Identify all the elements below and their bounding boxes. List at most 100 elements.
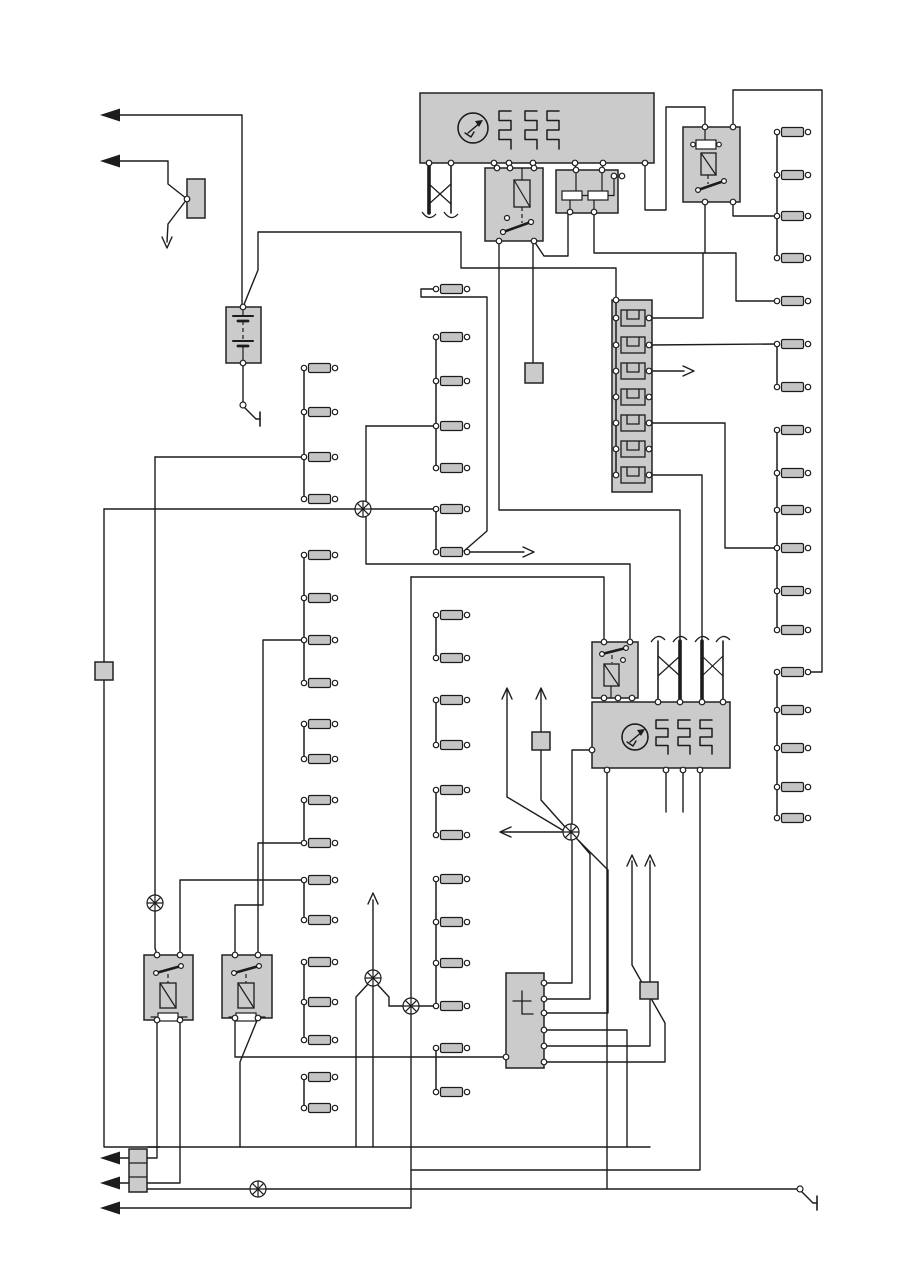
fuse-body: [780, 812, 805, 824]
wire-fuse-link: [420, 288, 488, 552]
fuse-terminal: [463, 285, 471, 293]
wire-fuse7-out: [648, 474, 703, 641]
fuse-terminal: [463, 333, 471, 341]
fuse-body: [439, 916, 464, 928]
fuse-body: [780, 169, 805, 181]
gauge-check: [626, 740, 637, 747]
fuse-terminal: [432, 611, 440, 619]
wire-segment: [701, 655, 724, 677]
fuse-body: [307, 451, 332, 463]
resistor: [235, 1012, 257, 1022]
fuse-terminal: [804, 587, 812, 595]
fuse-body: [780, 381, 805, 393]
fuse-terminal: [773, 706, 781, 714]
fuse-terminal: [773, 426, 781, 434]
relay-switch: [232, 964, 261, 975]
wire-segment: [801, 1191, 814, 1204]
heater-coil-icon: [699, 719, 713, 755]
resistor: [561, 190, 583, 201]
fuse-terminal: [300, 796, 308, 804]
relay-switch: [154, 964, 183, 975]
fuse-terminal: [331, 839, 339, 847]
fuse-element: [626, 310, 640, 320]
fuse-terminal: [463, 1002, 471, 1010]
terminal: [425, 159, 433, 167]
wire-lamp-diag-1: [540, 689, 567, 829]
relay-switch: [501, 220, 533, 234]
fuse-body: [780, 295, 805, 307]
fuse-body: [780, 467, 805, 479]
fuse-terminal: [463, 422, 471, 430]
direction-arrow-icon: [367, 892, 379, 905]
terminal: [540, 979, 548, 987]
fuse-terminal: [331, 755, 339, 763]
fuse-body: [439, 873, 464, 885]
wire-ground-drop: [166, 198, 188, 243]
wire-lamp-diag-2: [506, 689, 565, 832]
fuse-body: [307, 914, 332, 926]
fuse-terminal: [331, 1104, 339, 1112]
fuse-terminal: [645, 341, 653, 349]
cable-hook: [650, 635, 666, 643]
terminal: [698, 698, 706, 706]
fuse-terminal: [773, 814, 781, 822]
wire-tent-leg-1: [355, 983, 369, 1148]
terminal: [571, 159, 579, 167]
fuse-terminal: [331, 636, 339, 644]
terminal: [176, 951, 184, 959]
fuse-terminal: [804, 171, 812, 179]
fuse-body: [620, 309, 646, 327]
fuse-terminal: [612, 445, 620, 453]
fuse-terminal: [300, 495, 308, 503]
terminal: [540, 1058, 548, 1066]
fuse-terminal: [432, 875, 440, 883]
terminal: [590, 208, 598, 216]
wire-ctrl-4: [543, 1029, 628, 1148]
fuse-terminal: [300, 755, 308, 763]
fuse-body: [307, 1102, 332, 1114]
terminal: [239, 303, 247, 311]
relay-contact: [503, 214, 511, 222]
fuse-body: [439, 652, 464, 664]
terminal: [176, 1016, 184, 1024]
fuse-body: [780, 252, 805, 264]
fuse-body: [780, 704, 805, 716]
terminal: [598, 166, 606, 174]
fuse-terminal: [463, 831, 471, 839]
wire-segment: [513, 179, 531, 208]
relay-contact: [499, 228, 507, 236]
gauge-check: [464, 131, 475, 138]
fuse-terminal: [432, 333, 440, 341]
inline-connector-left: [94, 661, 114, 681]
fuse-body: [439, 1086, 464, 1098]
fuse-terminal: [331, 1036, 339, 1044]
fuse-body: [780, 585, 805, 597]
terminal: [490, 159, 498, 167]
fuse-terminal: [331, 958, 339, 966]
direction-arrow-icon: [626, 854, 638, 867]
terminal: [506, 164, 514, 172]
terminal: [540, 1009, 548, 1017]
relay-contact: [527, 218, 535, 226]
fuse-body: [439, 503, 464, 515]
wire-motor-lamp-drop: [571, 749, 593, 827]
heater-coil-icon: [546, 110, 560, 150]
wire-segment: [700, 152, 717, 176]
wire-fuse5-out: [648, 422, 778, 549]
relay-contact: [690, 141, 696, 148]
fuse-terminal: [432, 741, 440, 749]
fuse-terminal: [331, 876, 339, 884]
fuse-terminal: [645, 471, 653, 479]
fuse-terminal: [804, 544, 812, 552]
fuse-terminal: [463, 959, 471, 967]
terminal: [588, 746, 596, 754]
fuse-body: [307, 753, 332, 765]
gauge-ring: [457, 112, 489, 144]
wire-relay2-out: [239, 1017, 259, 1148]
resistor: [587, 190, 609, 201]
fuse-terminal: [432, 654, 440, 662]
relay-contact: [619, 656, 626, 663]
fuse-body: [439, 1000, 464, 1012]
fuse-element: [626, 467, 640, 477]
wire-relay2-top-feed: [234, 639, 305, 956]
